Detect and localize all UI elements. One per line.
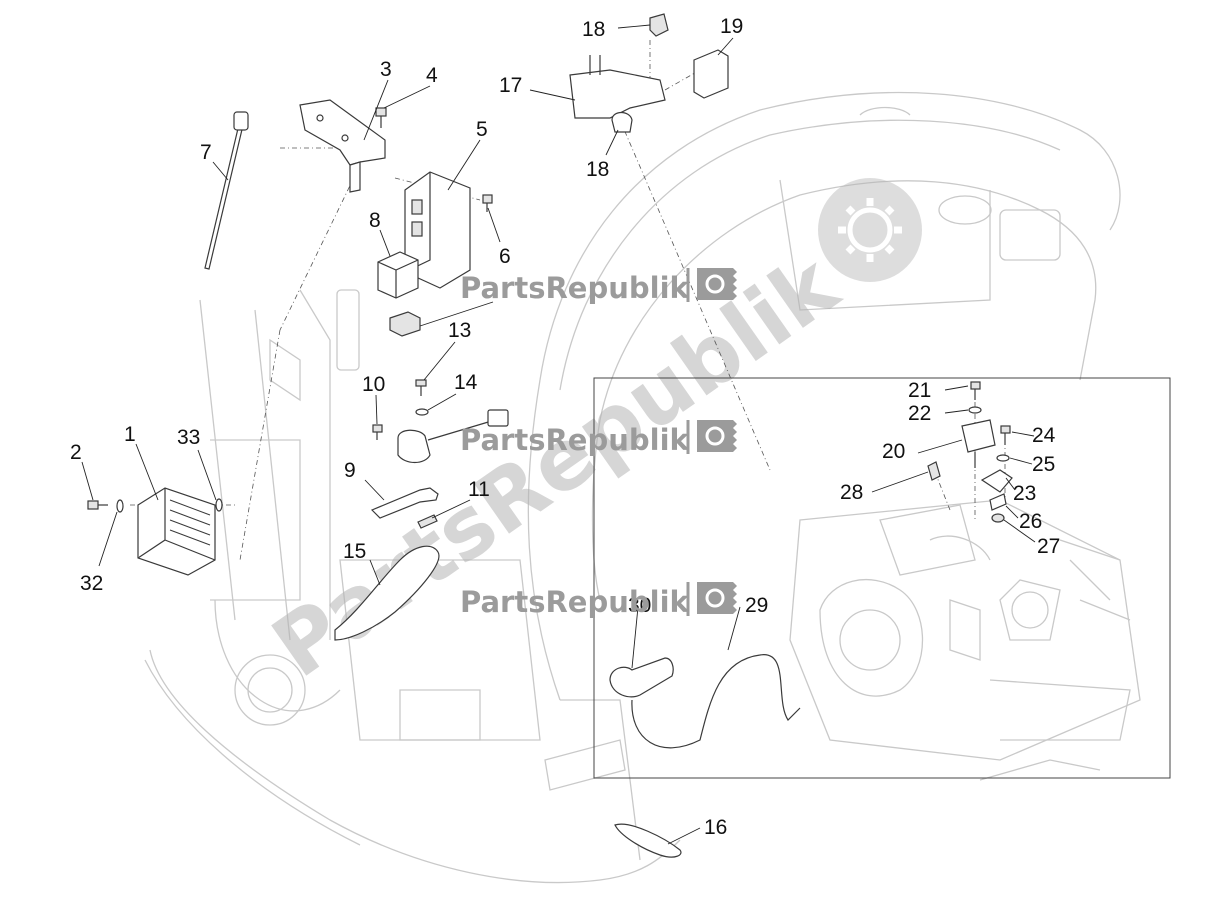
detail-inset-frame <box>593 377 1171 779</box>
part-13-screw <box>415 379 427 396</box>
callout-20: 20 <box>882 440 905 463</box>
scooter-frame-outline <box>144 91 1121 884</box>
part-18-clip-bottom <box>611 111 633 133</box>
callout-9: 9 <box>344 459 356 482</box>
part-20-sensor <box>961 419 996 468</box>
engine-outline <box>789 499 1141 761</box>
watermark-logo-2: PartsRepublik <box>460 420 737 457</box>
part-27-spacer <box>991 513 1005 523</box>
part-22-washer <box>968 406 982 414</box>
callout-19: 19 <box>720 15 743 38</box>
part-12-relay-holder <box>389 311 421 337</box>
callout-1: 1 <box>124 423 136 446</box>
part-4-screw <box>375 107 387 128</box>
callout-22: 22 <box>908 402 931 425</box>
callout-21: 21 <box>908 379 931 402</box>
part-33-washer <box>215 498 223 512</box>
callout-33: 33 <box>177 426 200 449</box>
watermark-logo-1: PartsRepublik <box>460 268 737 305</box>
callout-14: 14 <box>454 371 478 394</box>
callout-11: 11 <box>468 478 490 501</box>
callout-24: 24 <box>1032 424 1056 447</box>
callout-18-top: 18 <box>582 18 605 41</box>
callout-7: 7 <box>200 141 212 164</box>
gear-icon <box>697 420 737 452</box>
callout-3: 3 <box>380 58 392 81</box>
part-6-screw <box>482 194 493 212</box>
callout-10: 10 <box>362 373 385 396</box>
watermark-gear-large <box>818 178 922 282</box>
part-9-bracket <box>370 487 439 519</box>
callout-8: 8 <box>369 209 381 232</box>
watermark-text-2: PartsRepublik <box>460 423 690 457</box>
part-15-cover <box>334 545 440 641</box>
part-29-cable <box>631 654 801 749</box>
watermark-text-1: PartsRepublik <box>460 271 690 305</box>
callout-2: 2 <box>70 441 82 464</box>
part-14-washer <box>415 408 429 416</box>
callout-32: 32 <box>80 572 103 595</box>
part-32-washer <box>116 499 124 513</box>
callout-28: 28 <box>840 481 863 504</box>
part-25-washer <box>996 454 1010 462</box>
gear-icon <box>697 582 737 614</box>
part-8-relay <box>377 251 419 299</box>
callout-5: 5 <box>476 118 488 141</box>
watermark-logo-3: PartsRepublik <box>460 582 737 619</box>
part-10-screw <box>372 424 383 440</box>
part-18-clip-top <box>649 13 669 37</box>
part-28-fitting <box>927 461 941 481</box>
part-30-connector <box>609 657 674 698</box>
part-2-screw <box>87 500 108 510</box>
part-sensor-with-cable <box>397 409 509 464</box>
callout-16: 16 <box>704 816 727 839</box>
callout-30: 30 <box>628 594 651 617</box>
callout-17: 17 <box>499 74 522 97</box>
callout-25: 25 <box>1032 453 1055 476</box>
callout-18-bottom: 18 <box>586 158 609 181</box>
callout-26: 26 <box>1019 510 1042 533</box>
leader-lines <box>81 24 1036 845</box>
callout-23: 23 <box>1013 482 1036 505</box>
part-26-spacer <box>989 493 1007 511</box>
gear-icon <box>697 268 737 300</box>
part-19-connector <box>693 49 729 99</box>
part-1-regulator <box>137 487 216 576</box>
part-17-bracket <box>569 55 666 119</box>
part-24-screw <box>1000 425 1011 445</box>
callout-6: 6 <box>499 245 511 268</box>
part-7-cable-tie <box>204 111 249 270</box>
callout-labels: 1 2 3 4 5 6 7 8 9 10 11 13 14 15 16 17 1… <box>70 15 1060 839</box>
part-3-bracket <box>299 99 386 193</box>
callout-29: 29 <box>745 594 768 617</box>
part-23-bracket <box>980 469 1013 493</box>
callout-4: 4 <box>426 64 438 87</box>
part-16-cover <box>614 823 682 858</box>
watermark-text-3: PartsRepublik <box>460 585 690 619</box>
callout-15: 15 <box>343 540 366 563</box>
part-21-screw <box>970 381 981 400</box>
callout-13: 13 <box>448 319 471 342</box>
callout-27: 27 <box>1037 535 1060 558</box>
